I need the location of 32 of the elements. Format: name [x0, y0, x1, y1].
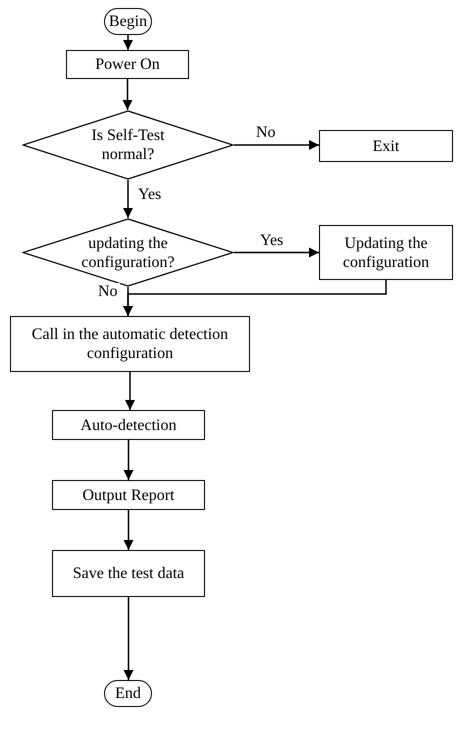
node-text: Output Report — [82, 486, 176, 504]
node-text: Is Self-Test normal? — [90, 126, 166, 164]
node-text: Begin — [108, 12, 148, 31]
arrow — [123, 287, 133, 316]
terminal-pill — [104, 680, 152, 707]
decision-diamond — [22, 218, 234, 287]
process-box — [52, 550, 205, 597]
node-text: Call in the automatic detection configuration — [30, 325, 230, 363]
process-box — [66, 50, 189, 79]
node-text: Exit — [372, 136, 400, 156]
arrow — [124, 440, 134, 480]
arrow — [124, 597, 134, 680]
arrow — [234, 140, 319, 150]
node-text: updating the configuration? — [80, 234, 176, 272]
process-box — [52, 410, 205, 440]
process-box — [319, 225, 453, 280]
node-text: Power On — [94, 55, 161, 74]
node-text: Auto-detection — [80, 416, 178, 434]
arrow — [234, 248, 319, 258]
terminal-pill — [104, 8, 152, 35]
arrow — [123, 35, 133, 50]
process-box — [10, 316, 250, 372]
arrow — [122, 79, 132, 110]
process-box — [52, 480, 205, 510]
node-text: End — [114, 684, 142, 703]
process-box — [319, 130, 453, 162]
node-text: Updating the configuration — [342, 234, 430, 272]
arrow — [125, 372, 135, 410]
decision-diamond — [22, 110, 234, 180]
node-text: Save the test data — [72, 564, 186, 583]
arrow — [123, 180, 133, 218]
arrow — [124, 510, 134, 550]
